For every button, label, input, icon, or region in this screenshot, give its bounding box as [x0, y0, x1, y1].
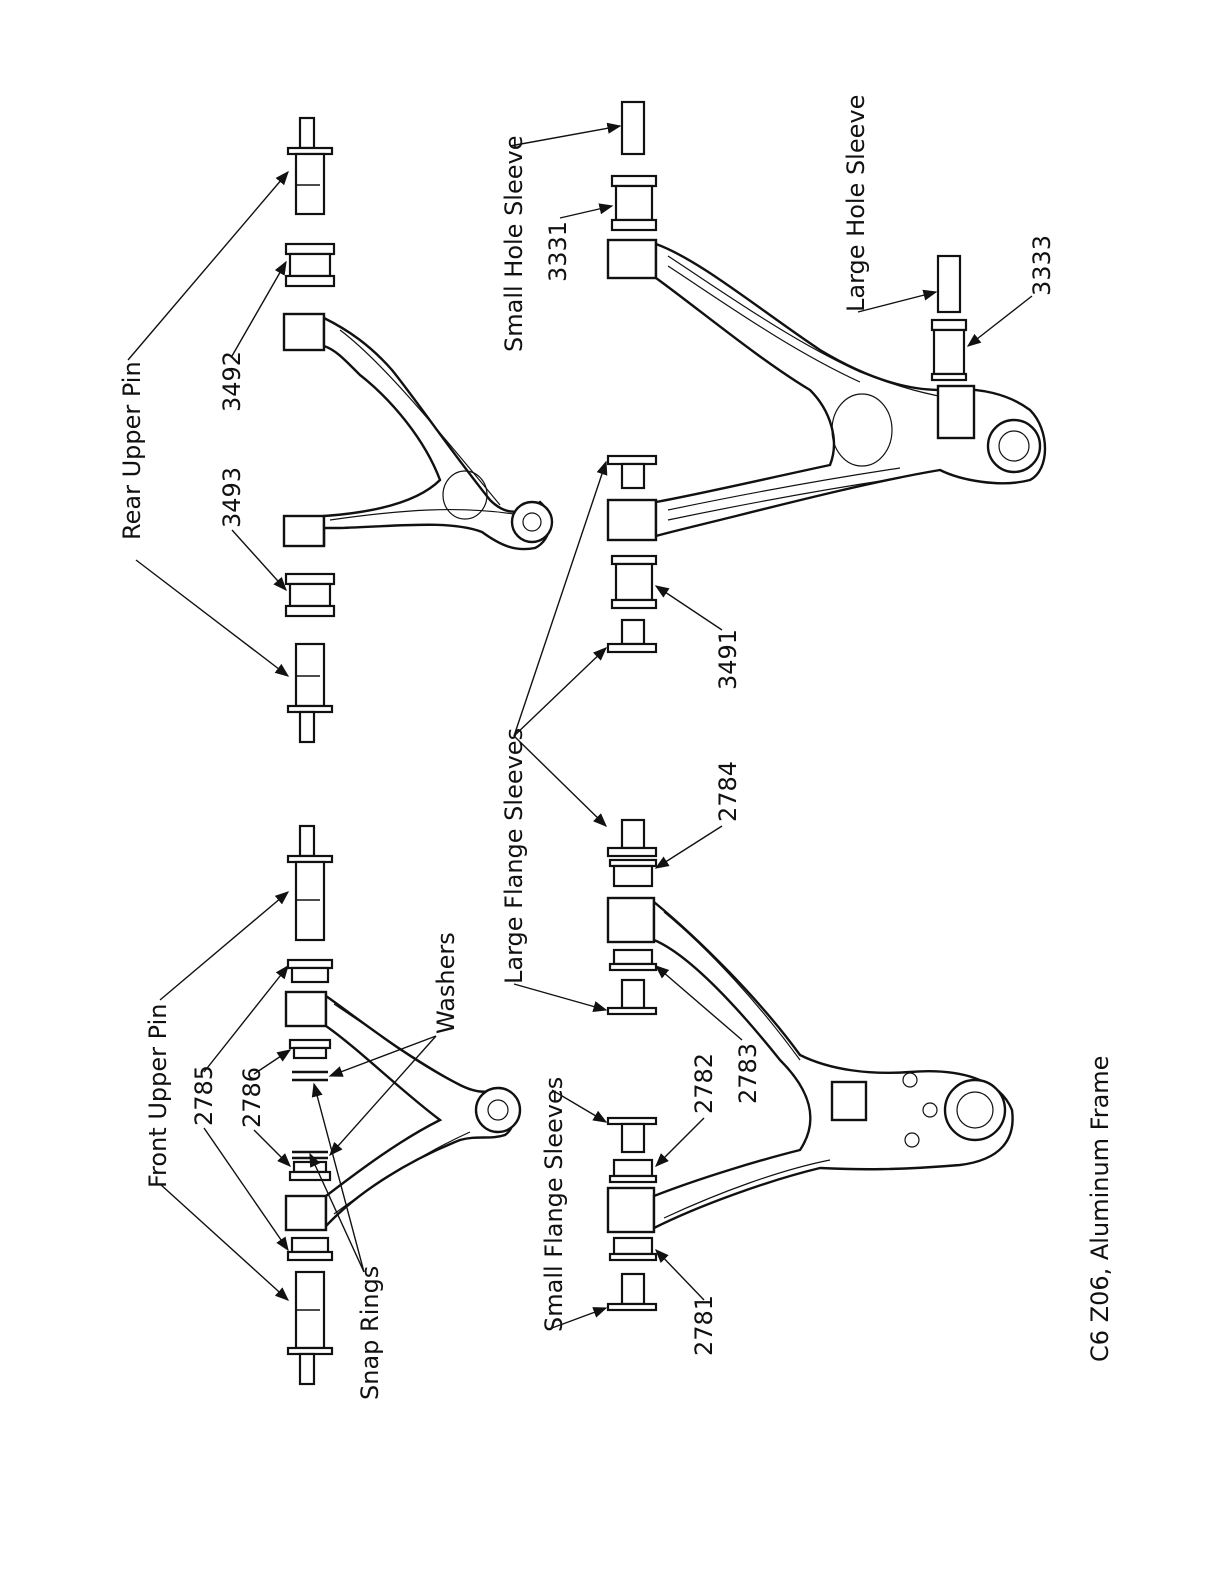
label-2782: 2782 [690, 1053, 718, 1114]
label-washers: Washers [432, 932, 460, 1034]
labels: Rear Upper Pin 3492 3493 Front Upper Pin… [118, 95, 1114, 1400]
label-3492: 3492 [218, 351, 246, 412]
label-rear-upper-pin: Rear Upper Pin [118, 361, 146, 540]
label-3331: 3331 [544, 221, 572, 282]
label-2785: 2785 [190, 1065, 218, 1126]
front-upper-pin-bottom [286, 1270, 334, 1386]
rear-upper-pin-bottom [286, 642, 334, 744]
sleeve-2784 [608, 858, 658, 888]
sleeve-3333 [930, 318, 968, 382]
label-large-hole-sleeve: Large Hole Sleeve [842, 95, 870, 312]
rear-lower-arm-assembly [606, 100, 1047, 654]
label-large-flange-sleeves: Large Flange Sleeves [500, 728, 528, 984]
small-flange-sleeve-1 [606, 1116, 658, 1154]
large-flange-sleeve-3 [606, 818, 658, 858]
sleeve-3491 [610, 554, 658, 610]
large-hole-sleeve-part [936, 254, 962, 314]
sleeve-2785-top [286, 958, 334, 984]
washer-a [292, 1070, 328, 1082]
front-upper-pin-top [286, 824, 334, 942]
label-3493: 3493 [218, 467, 246, 528]
rear-upper-arm [282, 312, 554, 551]
sleeve-2782 [608, 1158, 658, 1184]
sleeve-3493 [284, 572, 336, 618]
front-upper-arm-assembly [284, 824, 522, 1386]
label-small-flange-sleeves: Small Flange Sleeves [540, 1077, 568, 1332]
small-hole-sleeve-part [620, 100, 646, 156]
sleeve-3331 [610, 174, 658, 232]
front-lower-arm [606, 896, 1014, 1234]
sleeve-2781 [608, 1236, 658, 1262]
label-2781: 2781 [690, 1295, 718, 1356]
rear-lower-arm [606, 238, 1047, 542]
rear-upper-arm-assembly [282, 116, 554, 744]
large-flange-sleeve-4 [606, 978, 658, 1016]
label-2786: 2786 [238, 1067, 266, 1128]
sleeve-2786-a [288, 1038, 332, 1060]
rear-upper-pin-top [286, 116, 334, 216]
small-flange-sleeve-2 [606, 1272, 658, 1312]
label-snap-rings: Snap Rings [356, 1266, 384, 1400]
front-lower-arm-assembly [606, 818, 1014, 1312]
front-upper-arm [284, 990, 522, 1232]
sleeve-2783 [608, 948, 658, 972]
label-2784: 2784 [714, 761, 742, 822]
large-flange-sleeve-1 [606, 454, 658, 490]
caption: C6 Z06, Aluminum Frame [1086, 1056, 1114, 1362]
label-3333: 3333 [1028, 235, 1056, 296]
label-small-hole-sleeve: Small Hole Sleeve [500, 136, 528, 352]
leader-lines [127, 122, 1033, 1329]
label-front-upper-pin: Front Upper Pin [144, 1004, 172, 1188]
label-2783: 2783 [734, 1043, 762, 1104]
large-flange-sleeve-2 [606, 618, 658, 654]
sleeve-3492 [284, 242, 336, 288]
sleeve-2785-bottom [286, 1236, 334, 1262]
label-3491: 3491 [714, 629, 742, 690]
sleeve-2786-b [288, 1160, 332, 1182]
